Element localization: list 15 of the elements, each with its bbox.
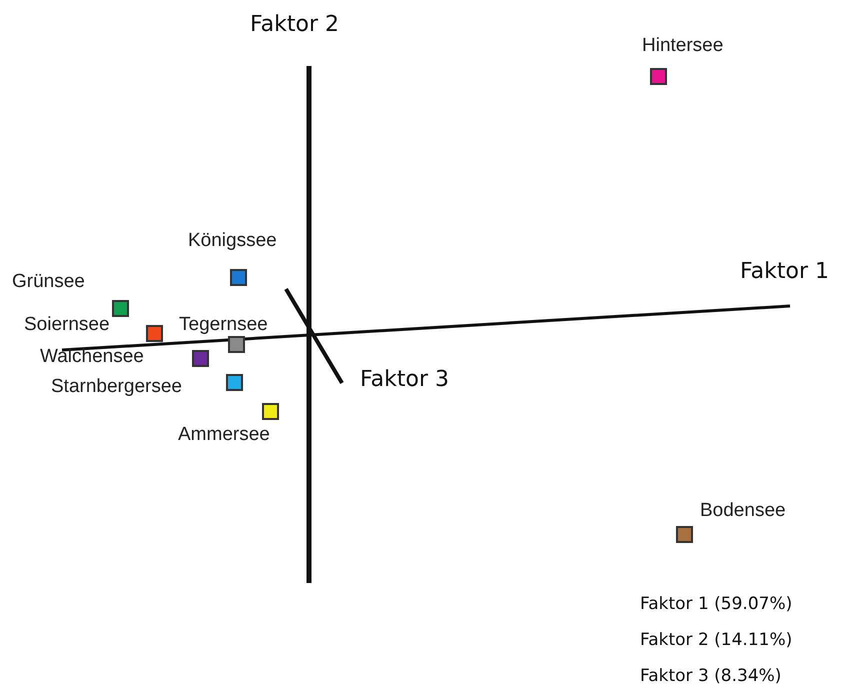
- lake-label: Bodensee: [700, 501, 786, 520]
- lake-label: Ammersee: [178, 425, 270, 444]
- lake-label: Walchensee: [40, 347, 144, 366]
- lake-label: Soiernsee: [24, 315, 110, 334]
- variance-label: Faktor 1 (59.07%): [640, 596, 792, 613]
- lake-label: Tegernsee: [179, 315, 268, 334]
- axis-label: Faktor 2: [250, 14, 339, 36]
- variance-label: Faktor 3 (8.34%): [640, 668, 782, 685]
- lake-label: Hintersee: [642, 36, 724, 55]
- lake-label: Starnbergersee: [51, 377, 182, 396]
- variance-label: Faktor 2 (14.11%): [640, 632, 792, 649]
- axis-label: Faktor 1: [740, 261, 829, 283]
- lake-label: Königssee: [188, 231, 277, 250]
- axis-label: Faktor 3: [360, 369, 449, 391]
- lake-label: Grünsee: [12, 272, 85, 291]
